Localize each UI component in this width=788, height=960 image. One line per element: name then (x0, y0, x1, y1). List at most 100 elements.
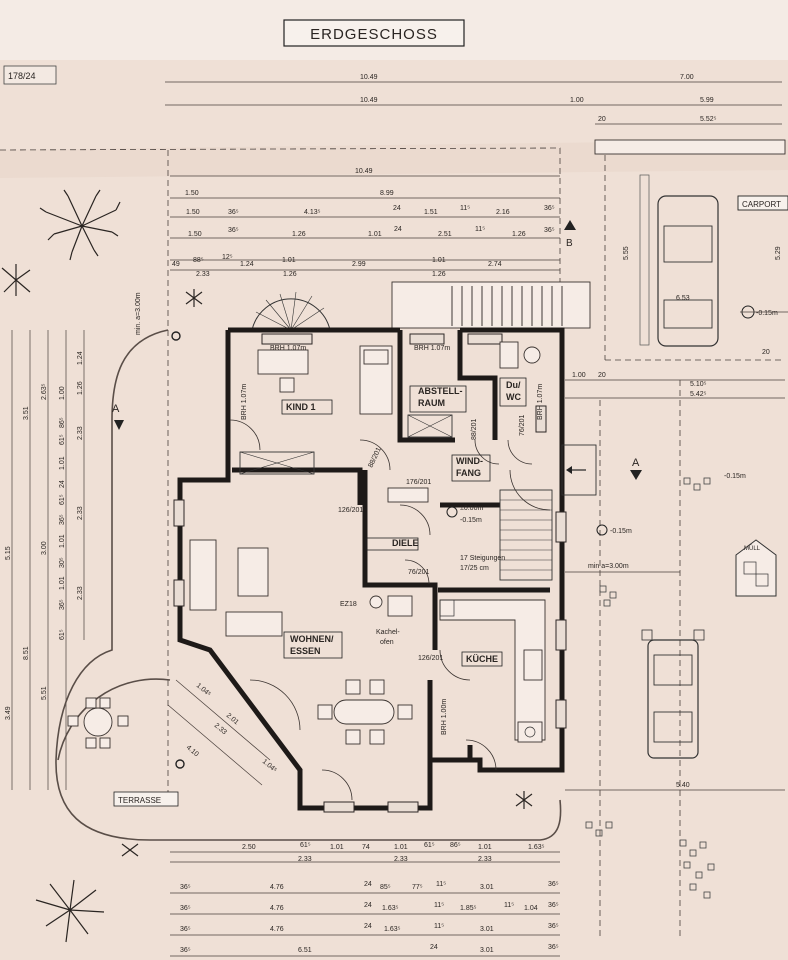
svg-text:76/201: 76/201 (519, 414, 526, 436)
svg-text:-0.15m: -0.15m (460, 517, 482, 524)
svg-text:3.01: 3.01 (480, 926, 494, 933)
svg-text:1.26: 1.26 (283, 271, 297, 278)
interior-stair (499, 489, 553, 581)
svg-text:24: 24 (393, 205, 401, 212)
svg-text:3.49: 3.49 (5, 706, 12, 720)
svg-text:12⁵: 12⁵ (222, 254, 233, 261)
svg-text:17 Steigungen: 17 Steigungen (460, 555, 505, 562)
svg-text:11⁵: 11⁵ (434, 902, 444, 909)
room-abstell-1: ABSTELL- (418, 386, 463, 396)
left-dimensions: 1.24 1.00 2.63⁵ 1.26 2.33 2.33 2.33 3.00… (5, 330, 85, 790)
svg-text:86⁵: 86⁵ (450, 842, 461, 849)
svg-text:5.40: 5.40 (676, 782, 690, 789)
svg-text:min. a=3.00m: min. a=3.00m (135, 292, 142, 335)
svg-text:2.51: 2.51 (438, 231, 452, 238)
svg-text:24: 24 (59, 480, 66, 488)
svg-text:5.10⁵: 5.10⁵ (690, 381, 707, 388)
svg-text:20: 20 (598, 116, 606, 123)
plants (1, 189, 533, 943)
shrub-icon (121, 843, 139, 857)
svg-text:1.63⁵: 1.63⁵ (528, 844, 545, 851)
svg-text:36⁵: 36⁵ (548, 902, 559, 909)
furniture (189, 341, 546, 745)
svg-text:88/201: 88/201 (471, 418, 478, 440)
svg-text:30⁵: 30⁵ (59, 557, 66, 568)
windows (173, 333, 567, 813)
svg-text:8.99: 8.99 (380, 190, 394, 197)
svg-text:61⁵: 61⁵ (424, 842, 435, 849)
svg-text:MÜLL: MÜLL (744, 545, 761, 552)
carport-roof-beam (594, 139, 786, 155)
svg-text:1.00: 1.00 (572, 372, 586, 379)
svg-text:2.74: 2.74 (488, 261, 502, 268)
bottom-dimensions: 2.50 61⁵ 1.01 74 1.01 61⁵ 86⁵ 1.01 1.63⁵… (170, 842, 560, 957)
svg-text:5.42⁵: 5.42⁵ (690, 391, 707, 398)
svg-text:2.16: 2.16 (496, 209, 510, 216)
svg-text:176/201: 176/201 (406, 479, 431, 486)
svg-text:1.00: 1.00 (570, 97, 584, 104)
svg-text:61⁵: 61⁵ (59, 629, 66, 640)
svg-text:1.50: 1.50 (188, 231, 202, 238)
svg-text:2.99: 2.99 (352, 261, 366, 268)
svg-text:min a=3.00m: min a=3.00m (588, 563, 629, 570)
room-windfang-2: FANG (456, 468, 481, 478)
svg-text:36⁵: 36⁵ (228, 209, 239, 216)
svg-text:A: A (112, 403, 120, 415)
terrace-pencil-outline (55, 329, 562, 841)
svg-text:61⁵: 61⁵ (59, 434, 66, 445)
svg-text:76/201: 76/201 (408, 569, 430, 576)
svg-text:1.01: 1.01 (478, 844, 492, 851)
svg-text:5.15: 5.15 (5, 546, 12, 560)
svg-text:1.63⁵: 1.63⁵ (382, 905, 399, 912)
svg-text:36⁵: 36⁵ (548, 881, 559, 888)
svg-text:3.01: 3.01 (480, 947, 494, 954)
title-box (283, 19, 465, 47)
plan-title: ERDGESCHOSS (310, 26, 438, 43)
terrace-arc (57, 678, 171, 761)
corner-marker (175, 759, 185, 769)
waste-bin: MÜLL (735, 539, 777, 597)
svg-text:1.50: 1.50 (186, 209, 200, 216)
svg-text:77⁵: 77⁵ (412, 884, 423, 891)
svg-text:1.26: 1.26 (432, 271, 446, 278)
svg-text:24: 24 (364, 923, 372, 930)
svg-text:2.33: 2.33 (77, 506, 84, 520)
svg-text:36⁵: 36⁵ (180, 926, 191, 933)
room-duwc-1: Du/ (506, 380, 521, 390)
svg-text:-0.15m: -0.15m (756, 310, 778, 317)
svg-text:1.01: 1.01 (394, 844, 408, 851)
svg-text:1.01: 1.01 (59, 576, 66, 590)
sofa (189, 539, 217, 611)
parked-car (641, 629, 705, 759)
svg-text:49: 49 (172, 261, 180, 268)
svg-text:1.26: 1.26 (292, 231, 306, 238)
corner-marker (171, 331, 181, 341)
svg-text:1.24: 1.24 (240, 261, 254, 268)
svg-text:1.04: 1.04 (524, 905, 538, 912)
svg-text:10.49: 10.49 (355, 168, 373, 175)
svg-text:126/201: 126/201 (338, 507, 363, 514)
terrace-label-box (113, 791, 179, 807)
svg-text:11⁵: 11⁵ (436, 881, 446, 888)
svg-text:11⁵: 11⁵ (460, 205, 470, 212)
svg-text:1.01: 1.01 (282, 257, 296, 264)
room-terrasse: TERRASSE (118, 796, 161, 805)
svg-text:20: 20 (762, 349, 770, 356)
svg-text:5.99: 5.99 (700, 97, 714, 104)
svg-text:Kachel-: Kachel- (376, 629, 400, 636)
paper-fold (0, 140, 788, 178)
svg-text:10.49: 10.49 (360, 97, 378, 104)
svg-text:10.49: 10.49 (360, 74, 378, 81)
svg-text:-0.15m: -0.15m (610, 528, 632, 535)
svg-text:11⁵: 11⁵ (434, 923, 444, 930)
svg-text:7.00: 7.00 (680, 74, 694, 81)
room-labels: KIND 1 ABSTELL- RAUM Du/ WC WIND- FANG D… (113, 377, 527, 807)
svg-text:11⁵: 11⁵ (475, 226, 485, 233)
svg-text:36⁵: 36⁵ (180, 947, 191, 954)
entrance-arrow (561, 444, 597, 496)
svg-text:24: 24 (364, 881, 372, 888)
top-dims-row8: 49 88⁵ 12⁵ 1.24 1.01 2.99 1.01 2.74 (172, 254, 502, 268)
svg-text:1.01: 1.01 (368, 231, 382, 238)
shrub-icon (185, 289, 203, 307)
svg-text:5.29: 5.29 (775, 246, 782, 260)
